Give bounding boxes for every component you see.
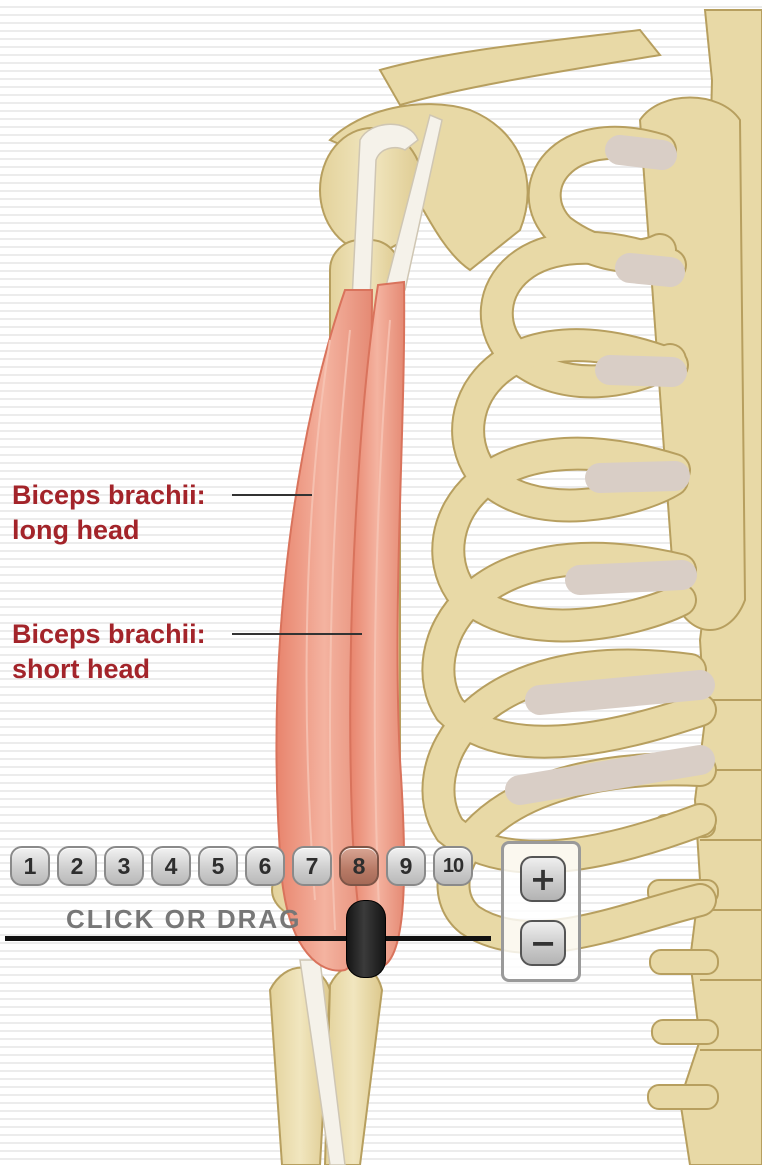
- label-long-head: Biceps brachii: long head: [12, 478, 206, 548]
- label-short-head: Biceps brachii: short head: [12, 617, 206, 687]
- step-button-7[interactable]: 7: [292, 846, 332, 886]
- zoom-out-button[interactable]: −: [520, 920, 566, 966]
- step-button-10[interactable]: 10: [433, 846, 473, 886]
- label-short-head-line1: Biceps brachii:: [12, 617, 206, 652]
- step-button-4[interactable]: 4: [151, 846, 191, 886]
- step-button-3[interactable]: 3: [104, 846, 144, 886]
- minus-icon: −: [530, 927, 557, 959]
- step-button-2[interactable]: 2: [57, 846, 97, 886]
- slider-thumb[interactable]: [346, 900, 386, 978]
- step-button-1[interactable]: 1: [10, 846, 50, 886]
- step-button-9[interactable]: 9: [386, 846, 426, 886]
- plus-icon: +: [530, 863, 557, 895]
- clavicle: [380, 30, 660, 105]
- label-long-head-line1: Biceps brachii:: [12, 478, 206, 513]
- label-short-head-line2: short head: [12, 652, 206, 687]
- step-button-5[interactable]: 5: [198, 846, 238, 886]
- step-button-8[interactable]: 8: [339, 846, 379, 886]
- step-button-6[interactable]: 6: [245, 846, 285, 886]
- label-long-head-line2: long head: [12, 513, 206, 548]
- zoom-in-button[interactable]: +: [520, 856, 566, 902]
- slider-track[interactable]: [5, 936, 491, 941]
- zoom-panel: + −: [501, 841, 581, 982]
